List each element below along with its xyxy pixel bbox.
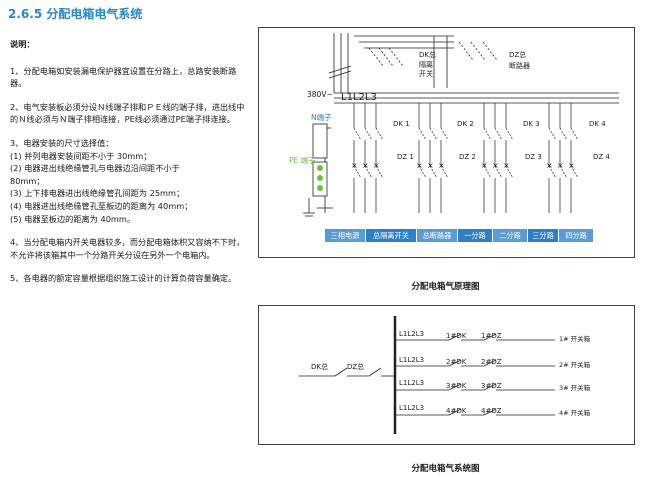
branch-dz-label: 2#DZ <box>481 358 502 366</box>
dz-main-label: DZ总 <box>509 50 526 59</box>
branch-line <box>448 359 462 367</box>
branch-dk-label: 2#DK <box>446 358 467 366</box>
breaker-cross-icon: × <box>438 161 445 170</box>
system-diagram-panel: DK总 DZ总 L1L2L3 L1L2L3 L1L2L3 L1L2L3 1#DK… <box>258 305 635 445</box>
isolating-switch-label-1: 隔离 <box>419 60 433 69</box>
dz-branch-label: DZ 4 <box>593 153 610 161</box>
breaker-cross-icon: × <box>351 161 358 170</box>
branch-dz-label: 1#DZ <box>481 332 502 340</box>
section-title: 2.6.5 分配电箱电气系统 <box>8 7 143 21</box>
note-2: 2、电气安装板必须分设Ｎ线端子排和ＰＥ线的端子排，进出线中的Ｎ线必须与Ｎ端子排相… <box>10 101 245 125</box>
switch-box-label: 4# 开关箱 <box>559 408 591 417</box>
breaker-cross-icon: × <box>557 161 564 170</box>
branch-line <box>448 408 462 416</box>
legend-item: 二分路 <box>493 229 527 242</box>
branch-phase-label: L1L2L3 <box>399 404 424 412</box>
branch-line <box>448 383 462 391</box>
notes-label: 说明： <box>10 39 35 49</box>
n-terminal-block <box>312 123 328 159</box>
breaker-cross-icon: × <box>481 161 488 170</box>
dk-branch-label: DK 2 <box>457 120 474 128</box>
dz-branch-label: DZ 3 <box>525 153 542 161</box>
branch-dk-label: 1#DK <box>446 332 467 340</box>
branch-dk-label: 4#DK <box>446 407 467 415</box>
note-3-item: (1) 并列电器安装间距不小于 30mm； <box>10 150 152 161</box>
note-5: 5、各电器的额定容量根据组织施工设计的计算负荷容量确定。 <box>10 273 237 284</box>
switch-box-label: 1# 开关箱 <box>559 334 591 343</box>
legend-item: 三相电源 <box>325 229 365 242</box>
dk-branch-label: DK 4 <box>589 120 606 128</box>
branch-dk-label: 3#DK <box>446 382 467 390</box>
breaker-cross-icon: × <box>568 161 575 170</box>
note-3-item: (2) 电器进出线绝缘管孔与电器边沿间距不小于 <box>10 163 180 174</box>
pe-terminal-dot <box>317 175 323 181</box>
breaker-cross-icon: × <box>492 161 499 170</box>
dk-main-label: DK总 <box>419 50 436 59</box>
note-3-item: (4) 电器进出线绝缘管孔至板边的距离为 40mm； <box>10 200 193 211</box>
legend-item: 四分路 <box>559 229 593 242</box>
pe-terminal-dot <box>317 165 323 171</box>
note-4: 4、当分配电箱内开关电器较多，而分配电箱体积又容纳不下时，不允许将该箱其中一个分… <box>10 237 245 260</box>
breaker-cross-icon: × <box>373 161 380 170</box>
branch-dz-label: 4#DZ <box>481 407 502 415</box>
branch-phase-label: L1L2L3 <box>399 379 424 387</box>
branch-dz-label: 3#DZ <box>481 382 502 390</box>
breaker-label: 断路器 <box>509 61 530 70</box>
note-3-item: 80mm； <box>10 175 45 186</box>
note-1: 1、分配电箱如安装漏电保护器宜设置在分路上，总路安装断路器。 <box>10 65 237 89</box>
breaker-cross-icon: × <box>416 161 423 170</box>
switch-box-label: 2# 开关箱 <box>559 360 591 369</box>
system-dz-main-label: DZ总 <box>347 362 364 371</box>
phases-label: L1L2L3 <box>341 92 377 103</box>
note-3-item: (5) 电器至板边的距离为 40mm。 <box>10 213 136 224</box>
system-caption: 分配电箱气系统图 <box>411 464 480 474</box>
breaker-cross-icon: × <box>362 161 369 170</box>
pe-terminal-dot <box>317 185 323 191</box>
pe-terminal-label: PE 端子 <box>289 155 316 165</box>
system-dk-main-label: DK总 <box>311 362 328 371</box>
breaker-cross-icon: × <box>546 161 553 170</box>
isolating-switch-label-2: 开关 <box>419 69 433 78</box>
branch-phase-label: L1L2L3 <box>399 330 424 338</box>
breaker-cross-icon: × <box>503 161 510 170</box>
note-3: 3、电器安装的尺寸选择值： (1) 并列电器安装间距不小于 30mm； (2) … <box>10 137 248 225</box>
branch-phase-label: L1L2L3 <box>399 356 424 364</box>
system-diagram: DK总 DZ总 L1L2L3 L1L2L3 L1L2L3 L1L2L3 1#DK… <box>299 316 591 434</box>
dk-branch-label: DK 1 <box>393 120 410 128</box>
switch-box-label: 3# 开关箱 <box>559 383 591 392</box>
breaker-cross-icon: × <box>427 161 434 170</box>
dz-branch-label: DZ 1 <box>397 153 414 161</box>
legend-item: 一分路 <box>458 229 492 242</box>
n-terminal-label: N端子 <box>311 112 332 122</box>
voltage-label: 380V~ <box>307 90 333 99</box>
principle-diagram: × × × × × × × × × × × × DK总 隔离 开关 DZ总 断路器 380V~ L1L… <box>289 33 619 217</box>
legend: 三相电源总隔离开关总断路器一分路二分路三分路四分路 <box>325 229 594 242</box>
branch-line <box>483 359 497 367</box>
branch-line <box>483 383 497 391</box>
principle-diagram-panel: × × × × × × × × × × × × DK总 隔离 开关 DZ总 断路器 380V~ L1L… <box>258 27 635 258</box>
dk-branch-label: DK 3 <box>523 120 540 128</box>
notes-column: 说明： 1、分配电箱如安装漏电保护器宜设置在分路上，总路安装断路器。 2、电气安… <box>10 38 248 296</box>
legend-item: 总隔离开关 <box>366 229 416 242</box>
principle-caption: 分配电箱气原理图 <box>411 282 480 292</box>
legend-item: 总断路器 <box>417 229 457 242</box>
branch-line <box>483 333 497 341</box>
legend-item: 三分路 <box>528 229 558 242</box>
dz-branch-label: DZ 2 <box>459 153 476 161</box>
note-3-item: (3) 上下排电器进出线绝缘管孔间距为 25mm； <box>10 188 185 199</box>
branch-line <box>483 408 497 416</box>
note-3-intro: 3、电器安装的尺寸选择值： <box>10 137 114 148</box>
branch-line <box>448 333 462 341</box>
